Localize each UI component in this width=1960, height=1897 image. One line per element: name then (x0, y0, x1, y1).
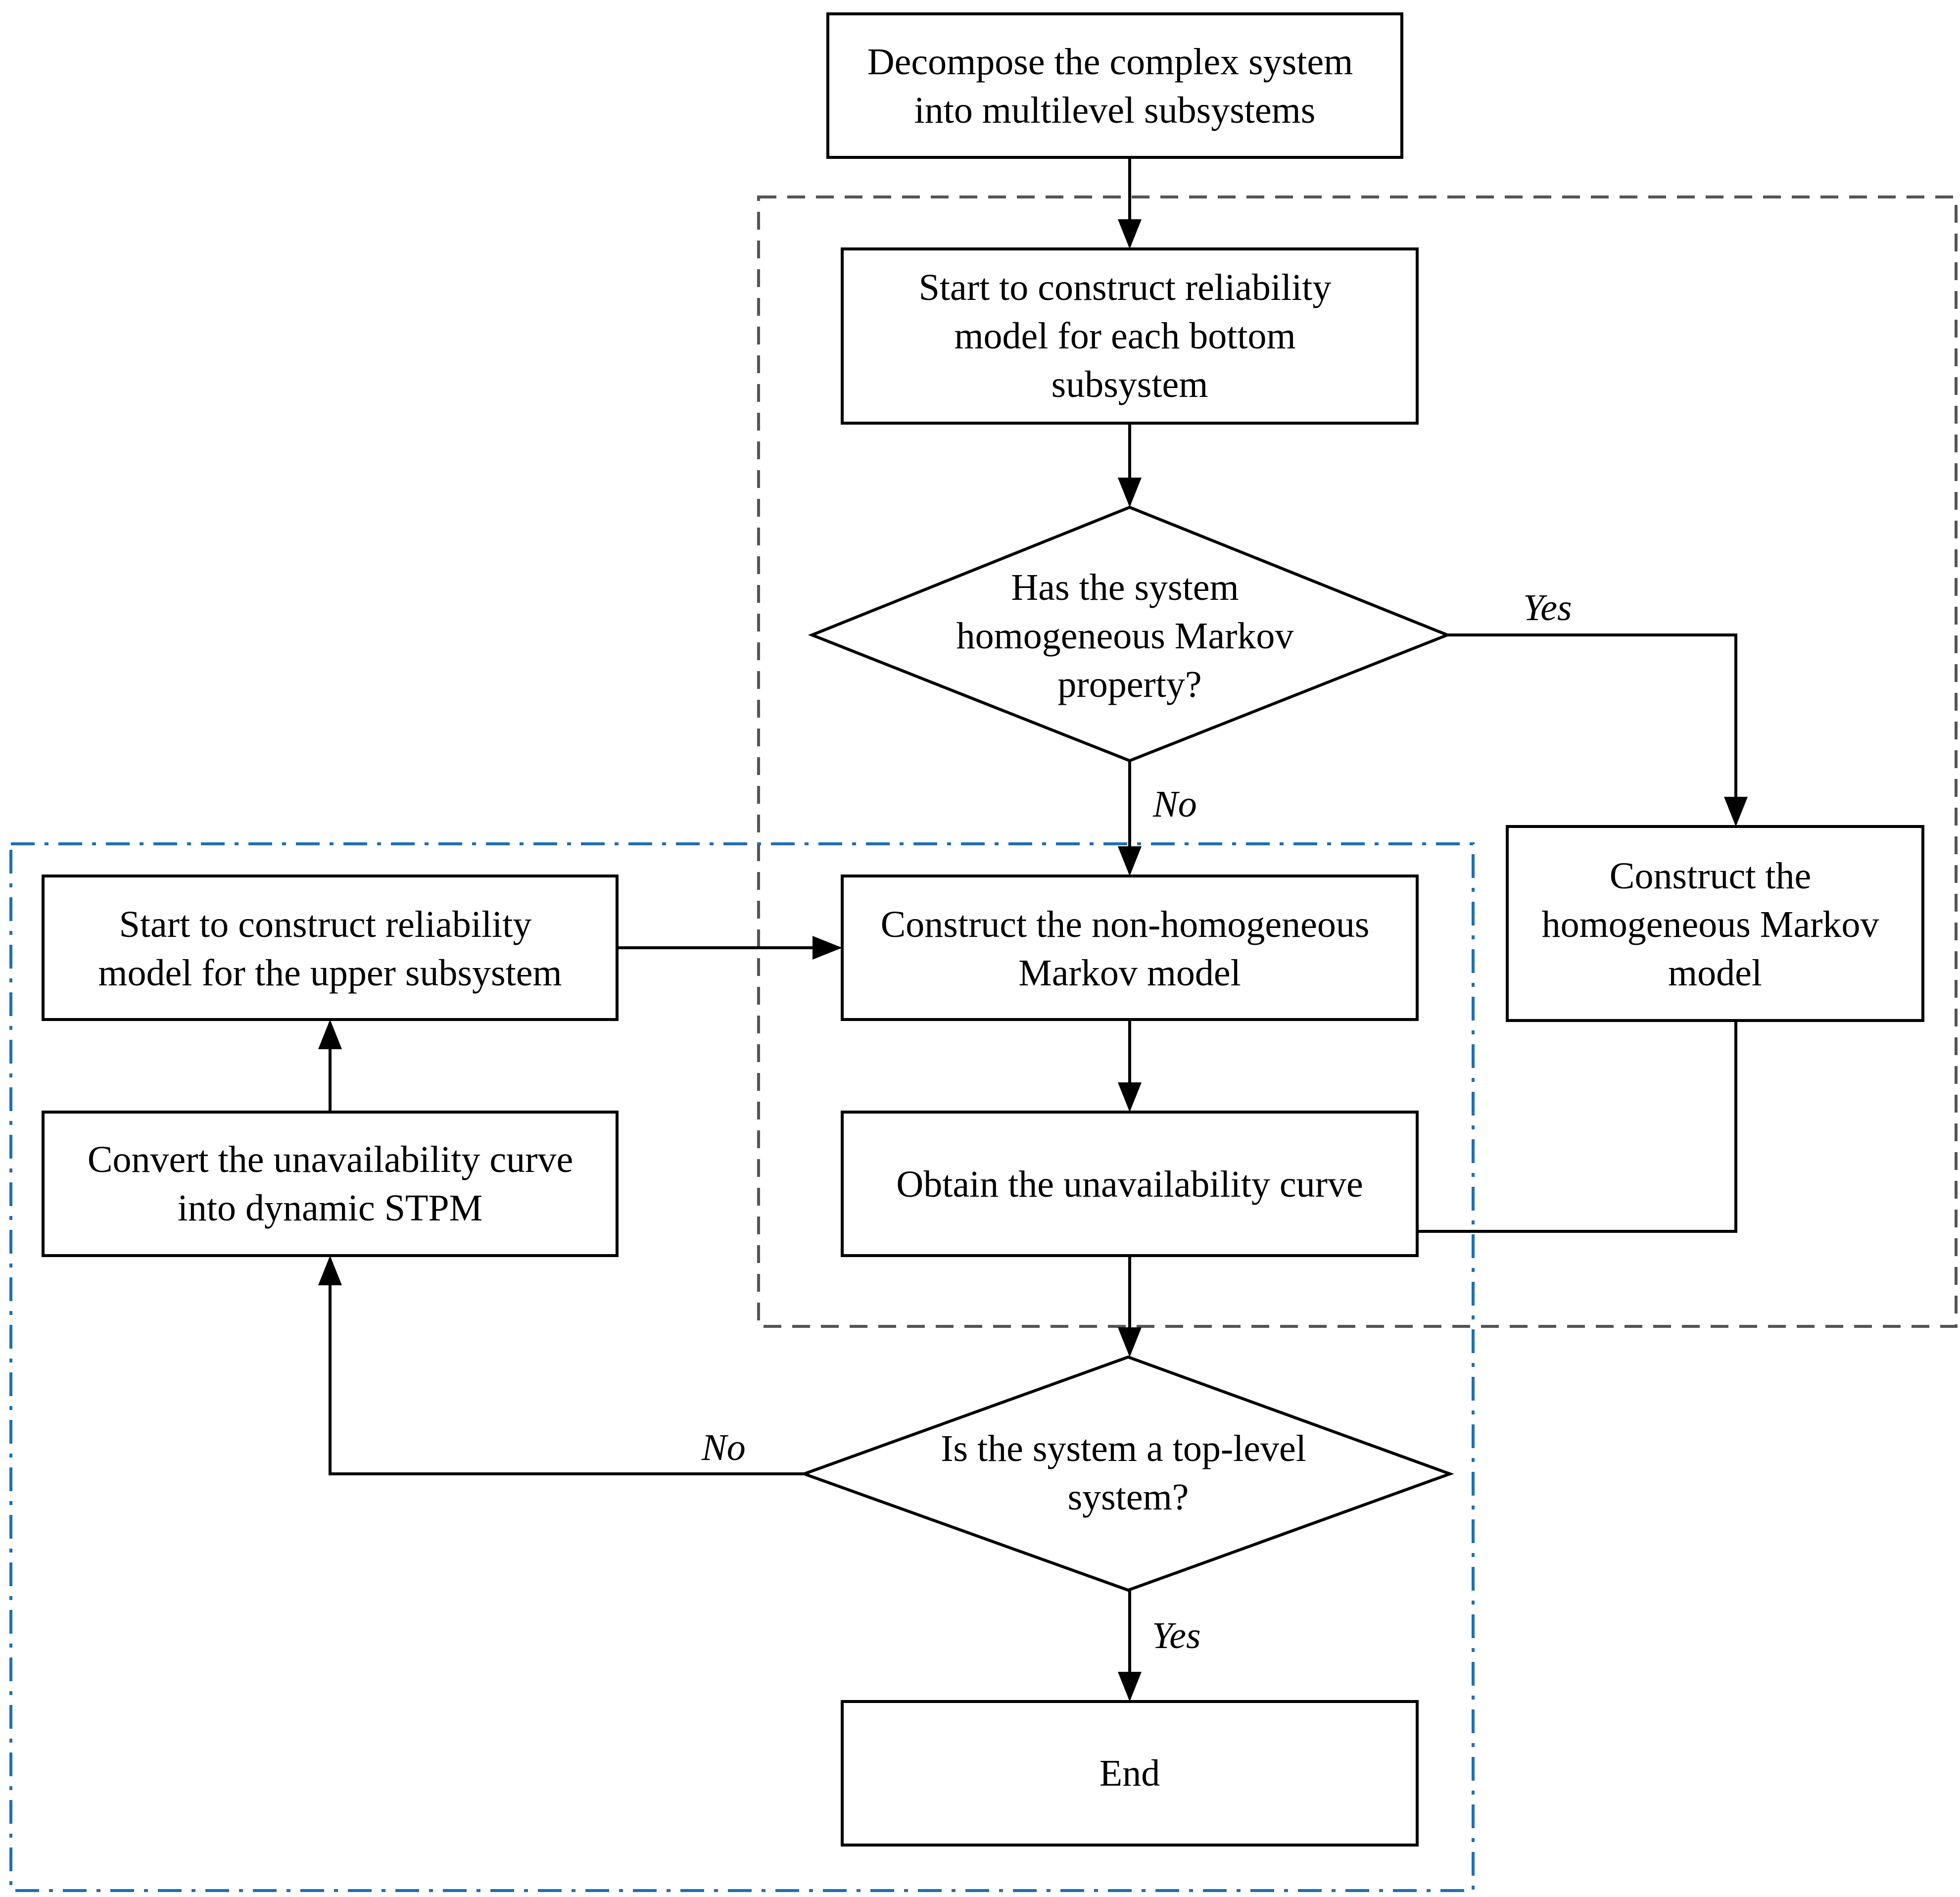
bottom-subsystem-region (757, 195, 1958, 1328)
start-bottom-text: Start to construct reliability model for… (919, 267, 1341, 405)
obtain-curve-node: Obtain the unavailability curve (841, 1111, 1419, 1257)
obtain-curve-text: Obtain the unavailability curve (896, 1164, 1363, 1205)
convert-curve-text: Convert the unavailability curve into dy… (88, 1139, 582, 1229)
decompose-node: Decompose the complex system into multil… (826, 12, 1403, 159)
end-node: End (841, 1700, 1419, 1847)
arrow-decision-yes-to-homogeneous (1447, 633, 1748, 827)
markov-decision-node: Has the system homogeneous Markov proper… (808, 505, 1452, 763)
start-upper-node: Start to construct reliability model for… (42, 875, 619, 1021)
markov-yes-label: Yes (1523, 587, 1572, 629)
start-bottom-node: Start to construct reliability model for… (841, 247, 1419, 425)
start-upper-text: Start to construct reliability model for… (98, 904, 562, 994)
top-level-decision-text: Is the system a top-level system? (941, 1428, 1316, 1518)
end-text: End (1100, 1752, 1160, 1794)
markov-decision-text: Has the system homogeneous Markov proper… (956, 567, 1303, 705)
convert-curve-node: Convert the unavailability curve into dy… (42, 1111, 619, 1257)
homogeneous-model-node: Construct the homogeneous Markov model (1506, 825, 1924, 1022)
non-homogeneous-model-text: Construct the non-homogeneous Markov mod… (881, 904, 1379, 994)
non-homogeneous-model-node: Construct the non-homogeneous Markov mod… (841, 875, 1419, 1021)
arrow-top-decision-no-to-convert (318, 1256, 804, 1475)
top-yes-label: Yes (1152, 1615, 1201, 1656)
top-level-decision-node: Is the system a top-level system? (800, 1355, 1454, 1592)
line-homogeneous-to-obtain-curve (1417, 1021, 1737, 1233)
top-no-label: No (701, 1427, 746, 1468)
markov-no-label: No (1152, 783, 1197, 825)
decompose-text: Decompose the complex system into multil… (867, 41, 1362, 131)
upper-subsystem-region (9, 842, 1475, 1892)
homogeneous-model-text: Construct the homogeneous Markov model (1542, 855, 1889, 994)
